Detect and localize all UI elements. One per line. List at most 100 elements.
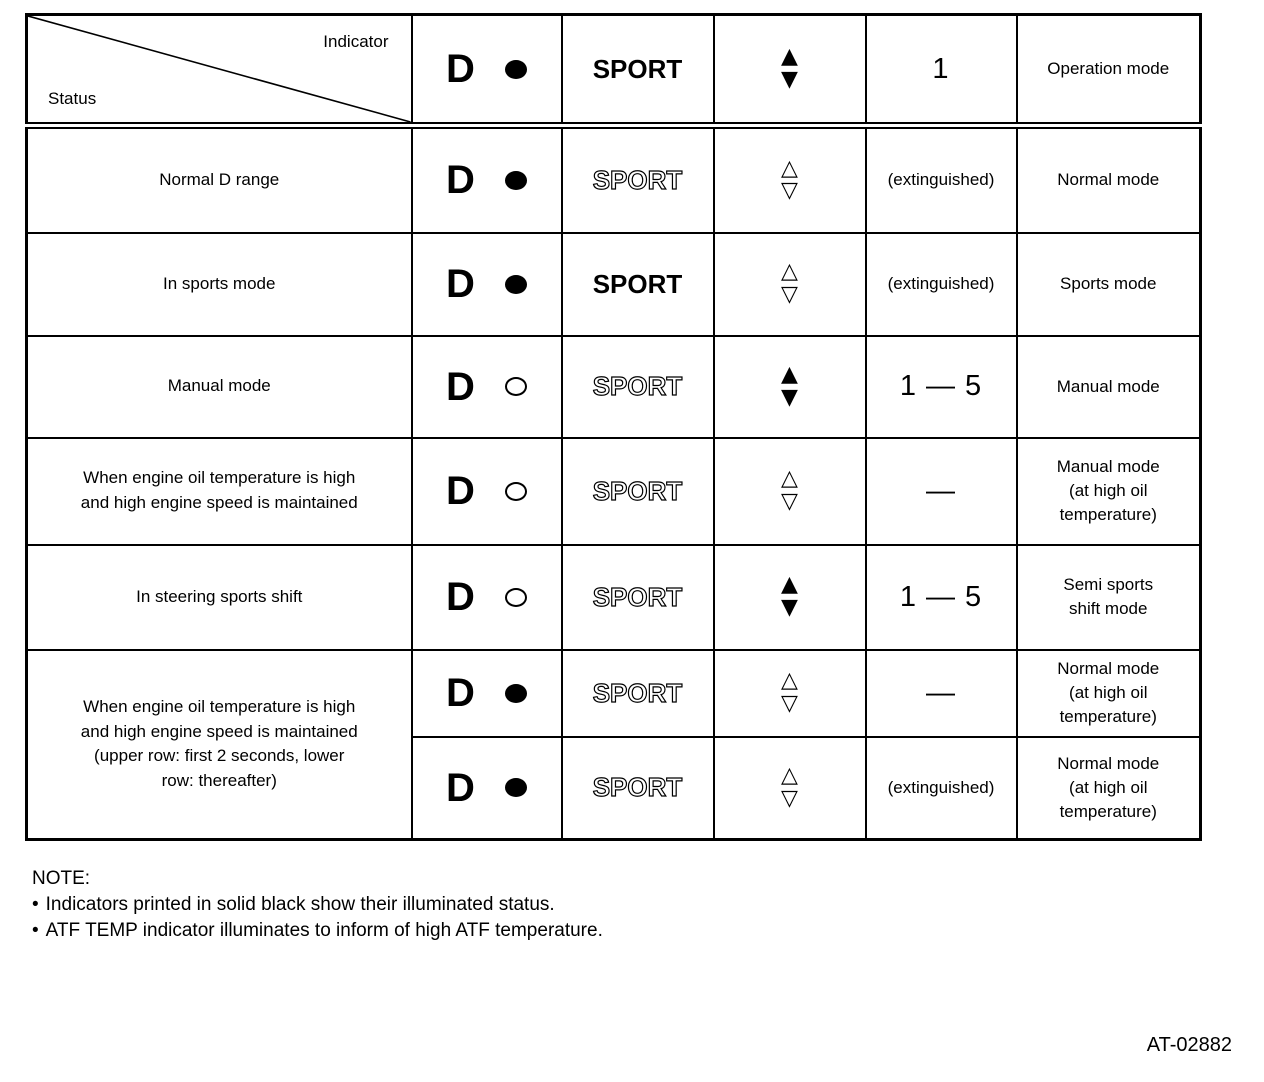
status-cell: Manual mode (25, 334, 413, 439)
note-item: •ATF TEMP indicator illuminates to infor… (32, 918, 603, 944)
arrows-cell: △ ▽ (712, 436, 867, 546)
bullet-icon: • (32, 894, 39, 916)
note-block: NOTE: •Indicators printed in solid black… (32, 866, 603, 945)
shift-arrows: △ ▽ (716, 155, 864, 204)
shift-down-icon: ▽ (781, 178, 798, 204)
shift-down-icon: ▼ (781, 384, 798, 410)
d-indicator: D (446, 262, 475, 306)
gear-position-indicator: — (926, 676, 956, 709)
sport-cell: SPORT (560, 124, 715, 234)
dot-indicator (504, 274, 527, 294)
sport-indicator: SPORT (592, 371, 683, 401)
gear-cell: (extinguished) (864, 124, 1018, 234)
sport-indicator: SPORT (592, 677, 683, 708)
shift-up-icon: △ (781, 763, 798, 789)
shift-up-icon: ▲ (781, 572, 798, 598)
shift-arrows: △ ▽ (716, 466, 864, 512)
sport-indicator: SPORT (592, 53, 683, 84)
shift-up-icon: ▲ (781, 44, 798, 70)
dot-indicator (504, 59, 527, 79)
status-cell: When engine oil temperature is high and … (25, 648, 413, 841)
operation-mode-header-cell: Operation mode (1015, 13, 1202, 129)
mode-cell: Normal mode (at high oil temperature) (1015, 648, 1202, 738)
sport-cell: SPORT (560, 648, 715, 738)
arrows-header-cell: ▲ ▼ (712, 13, 867, 129)
note-item: •Indicators printed in solid black show … (32, 892, 603, 918)
dot-indicator (504, 587, 527, 607)
mode-cell: Manual mode (1015, 334, 1202, 439)
gear-cell: (extinguished) (864, 735, 1018, 841)
status-cell: When engine oil temperature is high and … (25, 436, 413, 546)
gear-position-indicator: 1 — 5 (899, 370, 983, 402)
dot-indicator (504, 170, 527, 190)
sport-cell: SPORT (560, 543, 715, 651)
shift-up-icon: △ (781, 668, 798, 694)
mode-cell: Normal mode (1015, 124, 1202, 234)
table-row: When engine oil temperature is high and … (25, 436, 1202, 546)
status-cell: In steering sports shift (25, 543, 413, 651)
shift-down-icon: ▼ (781, 67, 798, 92)
mode-cell: Sports mode (1015, 231, 1202, 337)
d-indicator: D (446, 765, 475, 810)
shift-down-icon: ▽ (781, 691, 798, 716)
d-dot-cell: D (410, 334, 563, 439)
shift-up-icon: △ (781, 259, 798, 285)
table-row: In sports mode D SPORT △ ▽ (25, 231, 1202, 337)
shift-arrows: ▲ ▼ (716, 361, 864, 410)
sport-indicator: SPORT (592, 581, 683, 612)
shift-up-icon: △ (781, 155, 798, 181)
sport-cell: SPORT (560, 436, 715, 546)
sport-cell: SPORT (560, 231, 715, 337)
d-indicator: D (446, 671, 475, 715)
gear-position-indicator: — (926, 474, 956, 507)
diagonal-divider-line (28, 16, 401, 119)
sport-cell: SPORT (560, 735, 715, 841)
d-indicator: D (446, 575, 475, 619)
arrows-cell: △ ▽ (712, 735, 867, 841)
corner-header-cell: Indicator Status (25, 13, 413, 129)
shift-up-icon: ▲ (781, 361, 798, 387)
d-dot-cell: D (410, 735, 563, 841)
table-row: D SPORT △ ▽ (extinguished) Normal mode (27, 735, 1202, 841)
status-cell: In sports mode (25, 231, 413, 337)
indicator-status-table: Indicator Status D SPORT ▲ ▼ (25, 13, 1202, 841)
d-dot-cell: D (410, 648, 563, 738)
dot-indicator (504, 481, 527, 501)
shift-up-icon: △ (781, 466, 798, 492)
sport-header-cell: SPORT (560, 13, 715, 129)
table-row: In steering sports shift D SPORT ▲ ▼ (25, 543, 1202, 651)
d-dot-cell: D (410, 231, 563, 337)
dot-indicator (504, 377, 527, 396)
arrows-cell: ▲ ▼ (712, 543, 867, 651)
shift-down-icon: ▽ (781, 282, 798, 307)
d-indicator: D (446, 47, 475, 91)
d-indicator: D (446, 364, 475, 409)
table-row: When engine oil temperature is high and … (25, 648, 1202, 841)
d-dot-cell: D (410, 124, 563, 234)
d-dot-header-cell: D (410, 13, 563, 129)
mode-cell: Normal mode (at high oil temperature) (1015, 735, 1202, 841)
gear-cell: (extinguished) (864, 231, 1018, 337)
status-cell: Normal D range (25, 124, 413, 234)
table-row: Normal D range D SPORT △ ▽ (25, 124, 1202, 234)
gear-position-indicator: (extinguished) (887, 777, 995, 797)
d-indicator: D (446, 469, 475, 513)
note-title: NOTE: (32, 868, 91, 889)
gear-header-cell: 1 (864, 13, 1018, 129)
gear-position-indicator: (extinguished) (887, 170, 995, 190)
sport-indicator: SPORT (592, 475, 683, 506)
dot-indicator (504, 778, 527, 798)
bullet-icon: • (32, 920, 39, 942)
arrows-cell: △ ▽ (712, 124, 867, 234)
shift-down-icon: ▽ (781, 785, 798, 811)
mode-cell: Manual mode (at high oil temperature) (1015, 436, 1202, 546)
table-header-row: Indicator Status D SPORT ▲ ▼ (25, 13, 1202, 129)
shift-arrows: △ ▽ (716, 763, 864, 811)
d-indicator: D (446, 158, 475, 203)
gear-position-indicator: (extinguished) (887, 274, 995, 293)
shift-down-icon: ▼ (781, 595, 798, 620)
gear-cell: 1 — 5 (864, 543, 1018, 651)
gear-cell: 1 — 5 (864, 334, 1018, 439)
gear-cell: — (864, 648, 1018, 738)
